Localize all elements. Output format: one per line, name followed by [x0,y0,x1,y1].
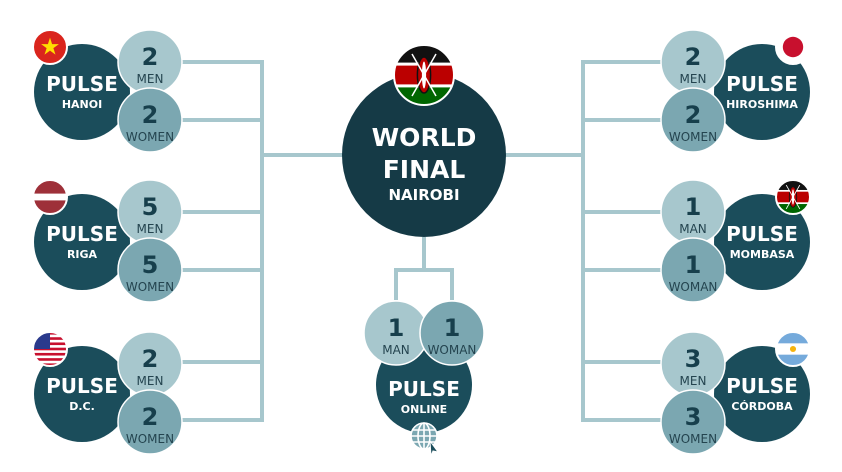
women-label: WOMEN [126,280,174,294]
men-count: 3 [685,345,702,373]
kenya-flag-icon [393,44,455,106]
final-city: NAIROBI [388,186,459,204]
men-count: 5 [142,193,159,221]
qualifier-title: PULSE [726,374,798,398]
women-label: WOMEN [126,432,174,446]
women-label: WOMEN [669,130,717,144]
kenya-flag-icon [775,179,811,215]
women-label: WOMEN [669,432,717,446]
qualifier-city: D.C. [69,400,95,413]
qualifier-city: HANOI [62,98,102,111]
qualifier-hiroshima: PULSE HIROSHIMA [714,44,810,140]
globe-cursor-icon [410,422,440,457]
final-line2: FINAL [383,155,466,184]
qualifier-city: MOMBASA [730,248,795,261]
qualifier-city: HIROSHIMA [726,98,798,111]
argentina-flag-icon [775,331,811,367]
women-count: 3 [685,403,702,431]
women-count: 5 [142,251,159,279]
world-final-node: WORLD FINAL NAIROBI [342,73,506,237]
women-label: WOMAN [669,280,718,294]
qualifier-title: PULSE [46,222,118,246]
women-count: 2 [142,101,159,129]
qualifier-riga: PULSE RIGA [34,194,130,290]
qualifier-city: CÓRDOBA [731,400,793,413]
qualifier-title: PULSE [46,72,118,96]
men-count: 2 [685,43,702,71]
men-label: MEN [680,374,707,388]
qualifier-córdoba: PULSE CÓRDOBA [714,346,810,442]
women-count: 2 [142,403,159,431]
women-count: 2 [685,101,702,129]
women-count: 1 [444,314,461,342]
women-label: WOMAN [428,343,477,357]
latvia-flag-icon [32,179,68,215]
vietnam-flag-icon [32,29,68,65]
men-label: MEN [137,72,164,86]
qualifier-title: PULSE [726,72,798,96]
qualifier-mombasa: PULSE MOMBASA [714,194,810,290]
men-label: MAN [382,343,410,357]
men-count: 2 [142,345,159,373]
bracket-lines [180,60,663,422]
men-label: MAN [679,222,707,236]
qualifier-title: PULSE [726,222,798,246]
final-line1: WORLD [372,123,477,152]
usa-flag-icon [32,331,68,367]
women-label: WOMEN [126,130,174,144]
women-count: 1 [685,251,702,279]
japan-flag-icon [775,29,811,65]
qualifier-hanoi: PULSE HANOI [34,44,130,140]
qualifier-dc: PULSE D.C. [34,346,130,442]
qualifier-city: ONLINE [401,403,447,416]
qualifier-title: PULSE [46,374,118,398]
men-count: 2 [142,43,159,71]
men-label: MEN [137,374,164,388]
men-label: MEN [137,222,164,236]
qualifier-city: RIGA [67,248,98,261]
qualifier-title: PULSE [388,377,460,401]
men-count: 1 [685,193,702,221]
men-count: 1 [388,314,405,342]
men-label: MEN [680,72,707,86]
